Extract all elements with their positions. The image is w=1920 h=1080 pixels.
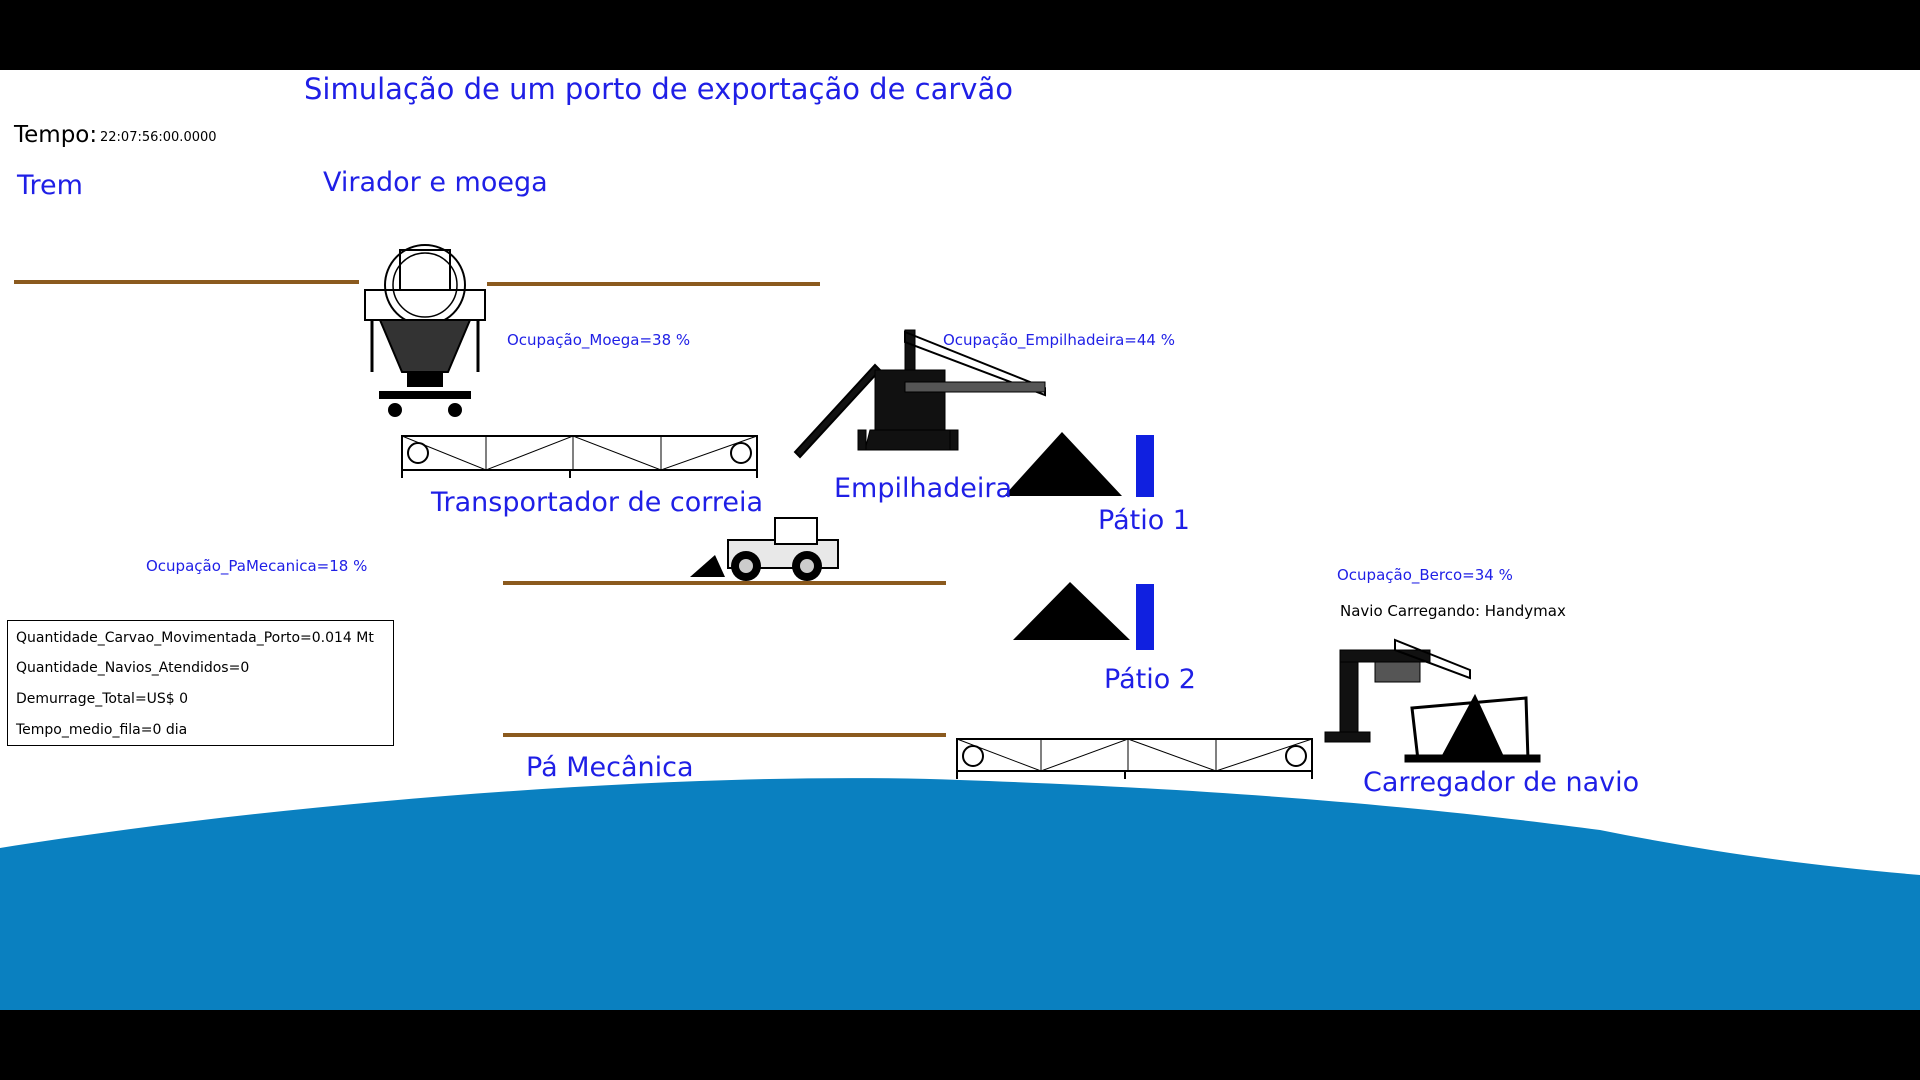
yard-2-label: Pátio 2 — [1104, 664, 1196, 695]
ship-loader-label: Carregador de navio — [1363, 767, 1640, 798]
wagon-dumper-icon — [364, 244, 486, 417]
hopper-occupancy: Ocupação_Moega=38 % — [507, 331, 691, 349]
stat-queue-time: Tempo_medio_fila=0 dia — [16, 722, 188, 738]
stacker-occupancy: Ocupação_Empilhadeira=44 % — [943, 331, 1175, 349]
belt-conveyor-1-icon — [401, 435, 758, 478]
time-label: Tempo: — [14, 122, 98, 148]
coal-pile-icon — [1004, 432, 1122, 496]
ship-loading-status: Navio Carregando: Handymax — [1340, 602, 1566, 620]
stat-demurrage: Demurrage_Total=US$ 0 — [16, 691, 189, 707]
loader-label: Pá Mecânica — [526, 752, 694, 783]
train-rail-left — [14, 280, 359, 284]
coal-pile-icon — [1013, 582, 1130, 640]
statistics-panel: Quantidade_Carvao_Movimentada_Porto=0.01… — [7, 620, 394, 746]
stat-coal-moved: Quantidade_Carvao_Movimentada_Porto=0.01… — [16, 630, 374, 646]
dumper-label: Virador e moega — [323, 167, 548, 198]
berth-occupancy: Ocupação_Berco=34 % — [1337, 566, 1513, 584]
loader-occupancy: Ocupação_PaMecanica=18 % — [146, 557, 368, 575]
ship-loader-icon — [1324, 638, 1471, 743]
sea — [0, 778, 1920, 1010]
yard-1-level-bar — [1136, 435, 1154, 497]
loader-track-lower — [503, 733, 946, 737]
belt-conveyor-2-icon — [956, 738, 1313, 779]
time-value: 22:07:56:00.0000 — [100, 130, 217, 145]
conveyor-label: Transportador de correia — [431, 487, 764, 518]
stat-ships-served: Quantidade_Navios_Atendidos=0 — [16, 660, 250, 676]
front-loader-icon — [690, 517, 839, 581]
stacker-label: Empilhadeira — [834, 473, 1013, 504]
train-label: Trem — [17, 170, 83, 201]
ship-icon — [1404, 693, 1541, 763]
yard-1-label: Pátio 1 — [1098, 505, 1190, 536]
yard-2-level-bar — [1136, 584, 1154, 650]
stacker-icon — [793, 329, 1046, 459]
loader-track-upper — [503, 581, 946, 585]
train-rail-right — [487, 282, 820, 286]
page-title: Simulação de um porto de exportação de c… — [304, 72, 1013, 106]
